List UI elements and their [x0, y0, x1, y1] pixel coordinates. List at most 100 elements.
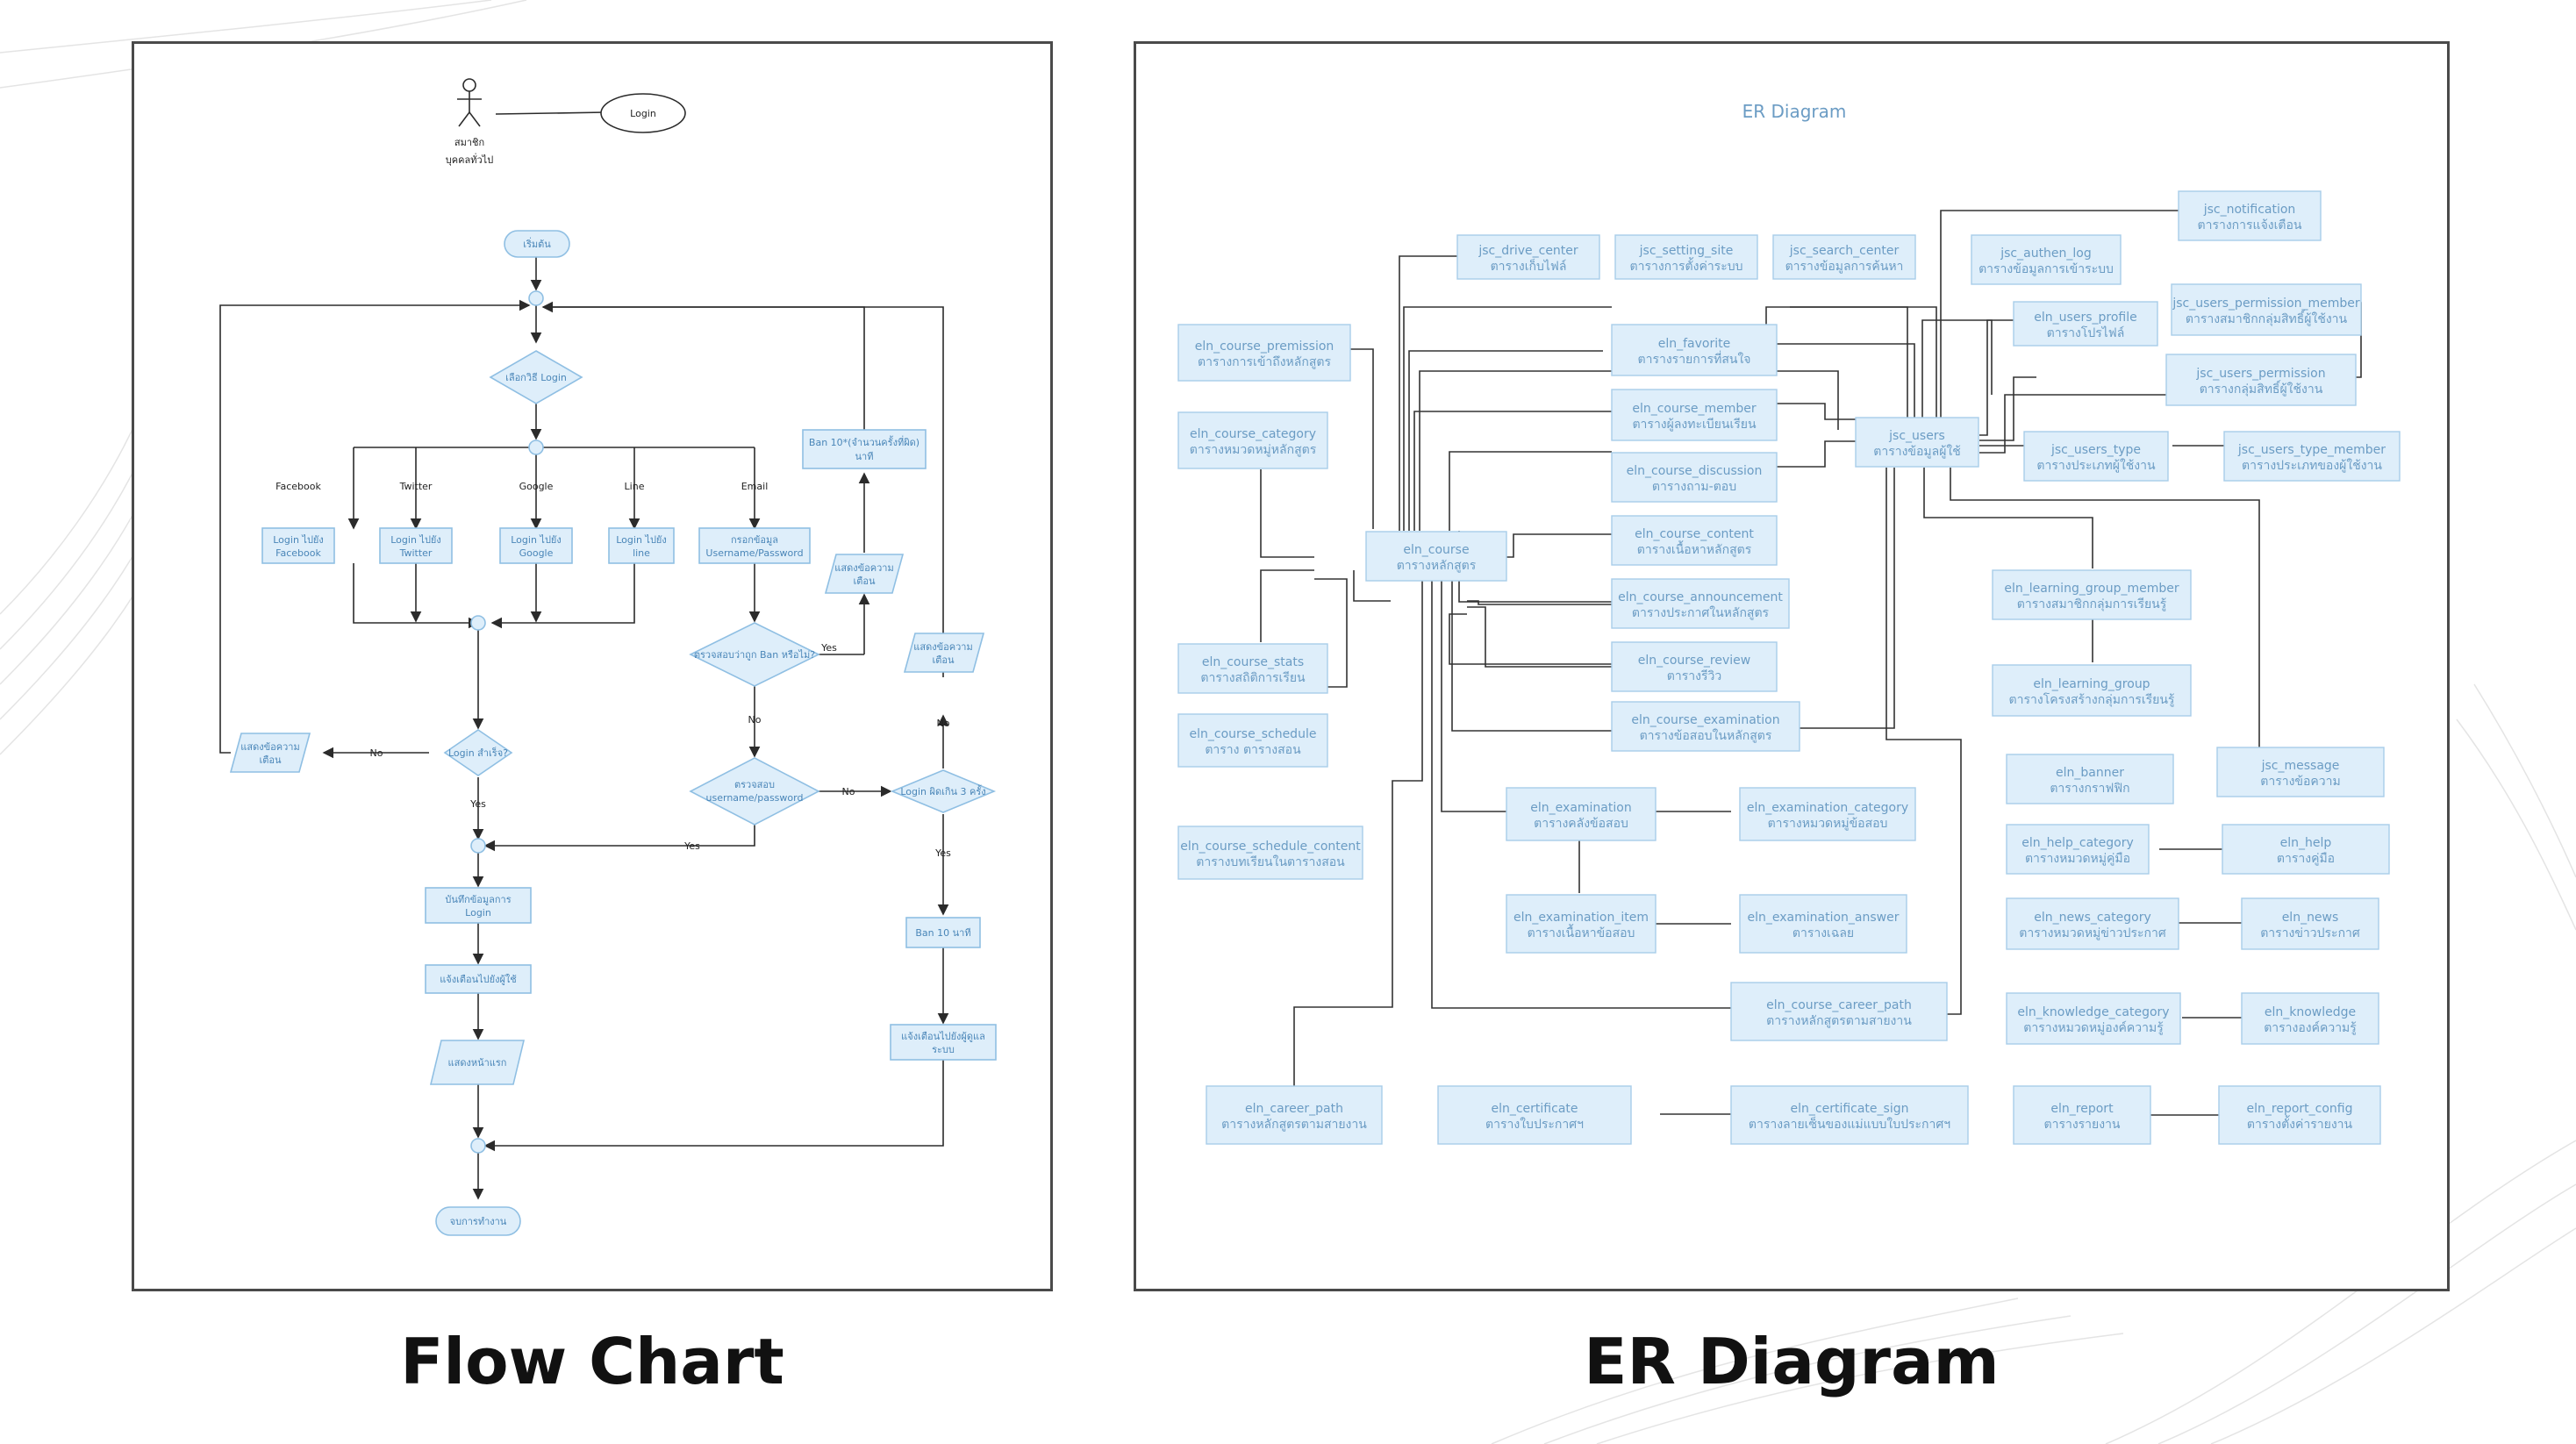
entity-description: ตารางการตั้งค่าระบบ	[1630, 257, 1743, 274]
entity-description: ตารางข่าวประกาศ	[2260, 926, 2360, 940]
entity-description: ตารางรายงาน	[2043, 1118, 2120, 1132]
entity-description: ตารางคลังข้อสอบ	[1534, 817, 1628, 831]
entity-eln-course-examination: eln_course_examinationตารางข้อสอบในหลักส…	[1611, 701, 1800, 752]
ban-10x-label-2: นาที	[855, 451, 874, 462]
show-home-io	[429, 1040, 526, 1085]
entity-name: eln_report	[2050, 1102, 2114, 1116]
entity-box	[1730, 1085, 1969, 1145]
entity-description: ตารางบทเรียนในตารางสอน	[1196, 854, 1345, 869]
entity-box	[1365, 531, 1507, 582]
branch-label-facebook: Facebook	[275, 481, 321, 492]
entity-description: ตารางหลักสูตร	[1397, 559, 1477, 573]
check-ban-no-label: No	[748, 714, 762, 726]
notify-admin-label-1: แจ้งเตือนไปยังผู้ดูแล	[901, 1031, 985, 1042]
show-msg-b-label-2: เตือน	[932, 654, 955, 666]
entity-name: jsc_users	[1888, 429, 1945, 443]
login-usecase-label: Login	[630, 108, 656, 119]
er-diagram-panel: ER Diagram	[1134, 41, 2450, 1291]
entity-box	[2165, 354, 2357, 406]
entity-box	[2222, 824, 2390, 875]
entity-description: ตารางสมาชิกกลุ่มสิทธิ์ผู้ใช้งาน	[2186, 310, 2348, 326]
entity-box	[2178, 190, 2322, 241]
entity-description: ตารางหมวดหมู่คู่มือ	[2025, 852, 2130, 866]
login-twitter-label-1: Login ไปยัง	[390, 534, 441, 546]
entity-name: jsc_users_type	[2050, 443, 2141, 457]
entity-description: ตารางข้อมูลผู้ใช้	[1873, 444, 1961, 459]
fail-3-yes-label: Yes	[934, 847, 951, 859]
show-home-label: แสดงหน้าแรก	[448, 1057, 507, 1069]
entity-box	[2023, 431, 2169, 482]
entity-description: ตารางตั้งค่ารายงาน	[2247, 1115, 2353, 1132]
ban-10-label: Ban 10 นาที	[915, 927, 970, 939]
save-login-process	[425, 887, 532, 924]
entity-description: ตารางเนื้อหาข้อสอบ	[1528, 924, 1635, 940]
entity-box	[2216, 747, 2385, 797]
login-facebook-label-1: Login ไปยัง	[273, 534, 324, 546]
entity-description: ตาราง ตารางสอน	[1205, 743, 1301, 757]
ban-10x-label-1: Ban 10*(จำนวนครั้งที่ผิด)	[809, 435, 919, 448]
entity-name: jsc_users_permission	[2195, 367, 2325, 381]
entity-description: ตารางโครงสร้างกลุ่มการเรียนรู้	[2009, 692, 2175, 707]
check-credentials-label-2: username/password	[706, 792, 804, 804]
entity-description: ตารางลายเซ็นของแม่แบบใบประกาศฯ	[1749, 1116, 1950, 1132]
entity-description: ตารางคู่มือ	[2277, 852, 2335, 866]
login-success-yes-label: Yes	[469, 798, 486, 810]
flowchart-panel: สมาชิก บุคคลทั่วไป Login	[132, 41, 1053, 1291]
entity-box	[2223, 431, 2401, 482]
er-diagram-caption: ER Diagram	[1584, 1325, 2000, 1398]
branch-label-google: Google	[519, 481, 554, 492]
entity-box	[1611, 701, 1800, 752]
login-line-label-1: Login ไปยัง	[616, 534, 667, 546]
entity-box	[1177, 324, 1351, 382]
entity-name: jsc_notification	[2203, 203, 2296, 217]
entity-name: eln_course	[1403, 543, 1469, 557]
entity-box	[2218, 1085, 2381, 1145]
entity-box	[1614, 234, 1758, 280]
entity-box	[2241, 897, 2379, 950]
entity-description: ตารางใบประกาศฯ	[1485, 1117, 1584, 1132]
fail-3-decision	[890, 769, 997, 813]
merge-node-top	[528, 290, 544, 306]
er-entities: jsc_drive_centerตารางเก็บไฟล์jsc_setting…	[1177, 190, 2401, 1145]
entity-description: ตารางการแจ้งเตือน	[2198, 218, 2302, 232]
flowchart-caption: Flow Chart	[400, 1325, 784, 1398]
check-credentials-label-1: ตรวจสอบ	[734, 779, 775, 790]
entity-name: eln_knowledge_category	[2017, 1005, 2169, 1019]
entity-description: ตารางสมาชิกกลุ่มการเรียนรู้	[2017, 597, 2167, 611]
login-line-label-2: line	[633, 547, 650, 559]
entity-name: eln_course_review	[1638, 654, 1750, 668]
entity-box	[1437, 1085, 1632, 1145]
entity-name: eln_course_content	[1635, 527, 1754, 541]
end-label: จบการทำงาน	[450, 1216, 507, 1227]
entity-name: jsc_message	[2261, 759, 2340, 773]
entity-name: eln_users_profile	[2034, 311, 2136, 325]
entity-description: ตารางข้อความ	[2260, 775, 2340, 789]
entity-box	[1177, 826, 1363, 880]
entity-name: eln_help_category	[2021, 836, 2134, 850]
entity-description: ตารางเฉลย	[1792, 926, 1854, 940]
choose-login-label: เลือกวิธี Login	[505, 372, 567, 383]
fill-email-label-2: Username/Password	[705, 547, 803, 559]
entity-description: ตารางกราฟฟิก	[2050, 782, 2129, 796]
entity-box	[2006, 897, 2179, 950]
login-success-decision	[443, 729, 513, 776]
entity-name: eln_course_member	[1632, 402, 1757, 416]
actor-label-line2: บุคคลทั่วไป	[446, 153, 493, 166]
entity-name: jsc_setting_site	[1639, 244, 1734, 258]
fill-email-label-1: กรอกข้อมูล	[731, 534, 778, 546]
branch-label-twitter: Twitter	[399, 481, 433, 492]
entity-box	[1992, 664, 2192, 717]
show-msg-c-label-1: แสดงข้อความ	[240, 741, 299, 753]
notify-admin-label-2: ระบบ	[932, 1044, 955, 1055]
login-usecase-ellipse	[600, 93, 686, 133]
ban-10x-process	[802, 429, 927, 469]
